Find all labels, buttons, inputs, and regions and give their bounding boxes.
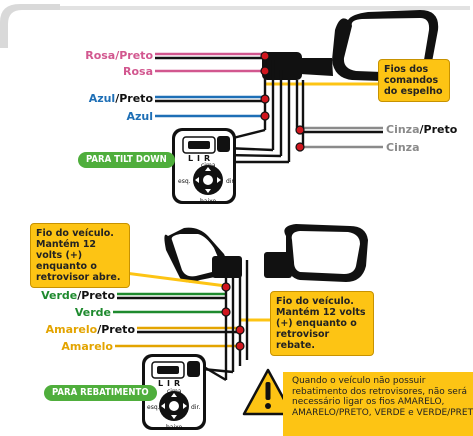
direction-left-label: esq.: [147, 404, 160, 411]
selector-letter-i: I: [167, 379, 170, 388]
warning-line: Quando o veículo não possuir: [292, 376, 426, 386]
wire-label-cinza-preto: Cinza/Preto: [386, 123, 458, 136]
fold-mode-badge: PARA REBATIMENTO: [44, 385, 157, 401]
page-corner-frame: [0, 4, 60, 48]
switch-panel-icon: [142, 354, 206, 430]
wire-label-azul-preto: Azul/Preto: [88, 92, 153, 105]
wire-label-azul: Azul: [126, 110, 153, 123]
warning-line: AMARELO/PRETO, VERDE e VERDE/PRETO.: [292, 407, 473, 418]
warning-icon: [242, 368, 294, 416]
selector-letter-r: R: [174, 379, 181, 388]
direction-left-label: esq.: [178, 178, 191, 185]
direction-right-label: dir.: [191, 404, 201, 411]
direction-down-label: baixo: [166, 424, 183, 431]
mirror-open-callout: Fio do veículo. Mantém 12 volts (+) enqu…: [30, 223, 130, 288]
tilt-down-badge: PARA TILT DOWN: [78, 152, 175, 168]
direction-up-label: cima: [167, 388, 182, 395]
mirror-fold-callout: Fio do veículo. Mantém 12 volts (+) enqu…: [270, 291, 374, 356]
warning-line: rebatimento dos retrovisores, não será: [292, 386, 468, 397]
switch-panel-icon: [172, 128, 236, 204]
selector-letter-l: L: [158, 379, 164, 388]
wire-label-amarelo: Amarelo: [61, 340, 113, 353]
wire-label-rosa-preto: Rosa/Preto: [50, 50, 153, 62]
bottom-connectors: [221, 282, 245, 351]
selector-letter-i: I: [197, 154, 200, 163]
wire-label-verde: Verde: [74, 306, 111, 319]
wire-label-verde-preto: Verde/Preto: [41, 289, 115, 302]
top-harness: [224, 52, 305, 164]
fold-mirror-icon: [164, 224, 368, 283]
direction-right-label: dir.: [226, 178, 236, 185]
warning-panel: [283, 372, 473, 436]
bottom-wires: [93, 267, 270, 348]
warning-line: necessário ligar os fios AMARELO,: [292, 397, 445, 407]
mirror-wires-callout: Fios dos comandos do espelho: [378, 59, 450, 102]
selector-letter-r: R: [204, 154, 211, 163]
wire-label-amarelo-preto: Amarelo/Preto: [45, 323, 135, 336]
top-wires: [155, 52, 383, 149]
top-connectors: [260, 51, 305, 152]
warning-text: Quando o veículo não possuir rebatimento…: [292, 376, 473, 418]
wire-label-rosa: Rosa: [123, 65, 153, 78]
wire-label-cinza: Cinza: [386, 141, 420, 154]
selector-letter-l: L: [188, 154, 194, 163]
direction-down-label: baixo: [200, 198, 217, 205]
direction-up-label: cima: [201, 162, 216, 169]
wire-label-text: Rosa/Preto: [85, 49, 153, 62]
